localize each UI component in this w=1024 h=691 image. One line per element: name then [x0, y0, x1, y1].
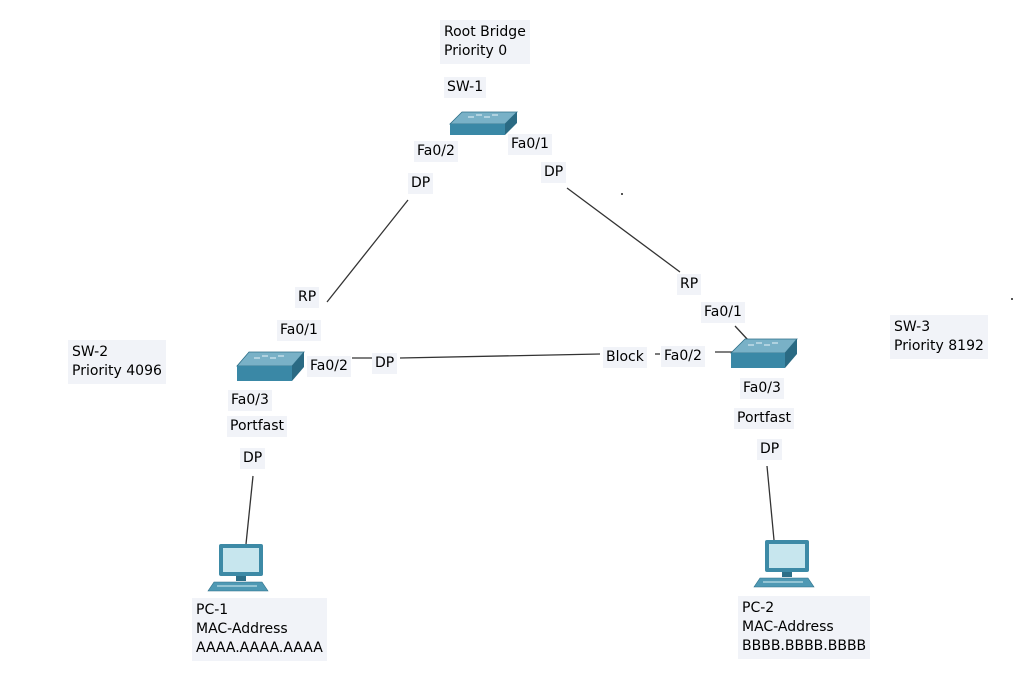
sw2-fa03-role-label: DP	[240, 448, 266, 469]
sw1-role-label: Root Bridge	[444, 24, 526, 40]
sw3-fa02-role-label: Block	[603, 347, 647, 368]
sw1-fa02-role-label: DP	[408, 173, 434, 194]
sw3-portfast-label: Portfast	[734, 408, 795, 429]
switch-icon-sw3[interactable]	[730, 338, 798, 368]
sw2-fa01-port-label: Fa0/1	[277, 320, 321, 341]
pc1-name-label: PC-1	[196, 602, 229, 618]
pc-icon-pc2[interactable]	[753, 540, 815, 588]
sw3-fa03-role-label: DP	[757, 439, 783, 460]
sw3-priority-label: Priority 8192	[894, 338, 984, 354]
sw2-fa02-port-label: Fa0/2	[307, 356, 351, 377]
sw1-name-label: SW-1	[444, 77, 487, 98]
sw2-fa03-port-label: Fa0/3	[228, 390, 272, 411]
sw2-fa01-role-label: RP	[295, 287, 320, 308]
pc1-mac-value: AAAA.AAAA.AAAA	[196, 640, 323, 656]
sw2-name-label: SW-2	[72, 344, 109, 360]
link-sw3-pc2	[766, 465, 775, 541]
sw2-portfast-label: Portfast	[227, 416, 288, 437]
sw3-name-label: SW-3	[894, 319, 931, 335]
pc-icon-pc1[interactable]	[207, 544, 269, 592]
switch-icon-sw2[interactable]	[236, 351, 305, 381]
sw3-info-box: SW-3 Priority 8192	[890, 315, 988, 359]
link-sw1-sw2	[326, 199, 409, 303]
sw1-fa01-port-label: Fa0/1	[508, 134, 552, 155]
pc2-mac-label: MAC-Address	[742, 619, 834, 635]
sw2-fa02-role-label: DP	[372, 353, 398, 374]
sw1-fa01-role-label: DP	[541, 162, 567, 183]
stray-dot	[1011, 298, 1013, 300]
link-sw3-fa01-stub	[734, 325, 749, 341]
sw3-fa01-role-label: RP	[677, 274, 702, 295]
sw3-fa03-port-label: Fa0/3	[740, 378, 784, 399]
link-sw2-pc1	[245, 475, 254, 545]
pc1-mac-label: MAC-Address	[196, 621, 288, 637]
pc2-mac-value: BBBB.BBBB.BBBB	[742, 638, 867, 654]
sw1-priority-label: Priority 0	[444, 43, 508, 59]
link-sw2-sw3	[399, 353, 601, 359]
switch-icon-sw1[interactable]	[449, 111, 518, 135]
pc1-info-box: PC-1 MAC-Address AAAA.AAAA.AAAA	[192, 598, 327, 661]
sw1-info-box: Root Bridge Priority 0	[440, 20, 530, 64]
sw3-fa02-port-label: Fa0/2	[661, 346, 705, 367]
pc2-info-box: PC-2 MAC-Address BBBB.BBBB.BBBB	[738, 596, 871, 659]
sw1-fa02-port-label: Fa0/2	[414, 141, 458, 162]
sw2-priority-label: Priority 4096	[72, 363, 162, 379]
sw3-fa01-port-label: Fa0/1	[701, 302, 745, 323]
sw2-info-box: SW-2 Priority 4096	[68, 340, 166, 384]
pc2-name-label: PC-2	[742, 600, 775, 616]
link-sw1-sw3	[566, 187, 681, 273]
stray-dot	[621, 193, 623, 195]
